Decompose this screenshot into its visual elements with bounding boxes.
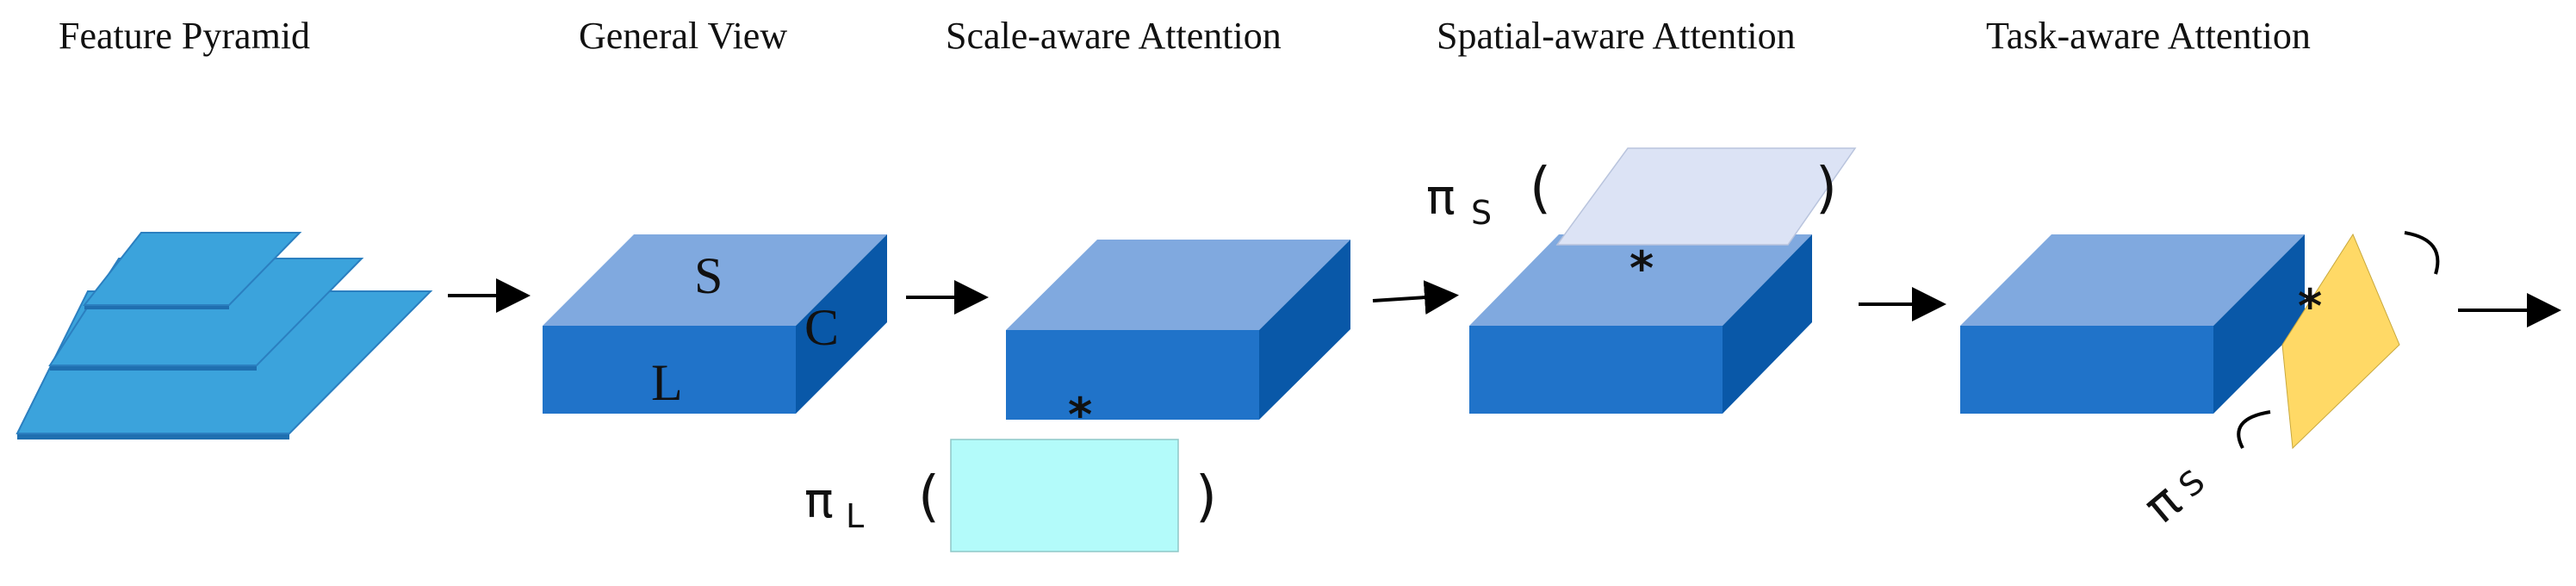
heading-feature-pyramid: Feature Pyramid [59, 15, 310, 57]
arrow-3 [1372, 280, 1459, 315]
cube-front-face [543, 326, 796, 414]
pi-l-subscript: L [846, 497, 864, 535]
pi-c-plane [2281, 233, 2400, 450]
heading-task-aware-attention: Task-aware Attention [1986, 15, 2311, 57]
spatial-aware-cube: * [1469, 234, 1812, 414]
axis-label-l: L [651, 354, 683, 411]
heading-spatial-aware-attention: Spatial-aware Attention [1437, 15, 1796, 57]
pi-c-open-paren [2237, 410, 2271, 449]
pi-c-subscript: S [2171, 463, 2212, 505]
scale-aware-cube: * [1006, 240, 1350, 442]
pyramid-level-small [82, 232, 302, 309]
feature-pyramid [16, 232, 433, 440]
pi-l-open-paren: ( [918, 465, 940, 529]
pi-s-subscript: S [1471, 194, 1492, 232]
pi-s-open-paren: ( [1530, 157, 1551, 221]
heading-scale-aware-attention: Scale-aware Attention [946, 15, 1282, 57]
pi-c-close-paren [2404, 231, 2440, 275]
general-view-cube: S C L [543, 234, 887, 414]
pi-c-attention: * π S [2133, 231, 2440, 535]
spatial-aware-star: * [1629, 241, 1654, 296]
scale-aware-star: * [1068, 388, 1092, 442]
pi-l-attention: π L ( ) [804, 439, 1217, 552]
pi-l-close-paren: ) [1195, 465, 1217, 529]
cube-top-face [543, 234, 887, 326]
cube-side-face [796, 234, 887, 414]
pi-s-symbol: π [1426, 170, 1456, 226]
task-aware-cube [1960, 234, 2305, 414]
task-aware-star: * [2298, 279, 2322, 334]
axis-label-s: S [694, 247, 723, 304]
pi-l-box [950, 439, 1179, 552]
pi-s-plane [1555, 147, 1857, 246]
pi-s-close-paren: ) [1816, 157, 1837, 221]
heading-general-view: General View [579, 15, 787, 57]
pi-s-attention: π S ( ) [1426, 147, 1857, 246]
pi-l-symbol: π [804, 473, 834, 529]
pi-c-label: π S [2133, 463, 2212, 535]
axis-label-c: C [804, 299, 839, 356]
